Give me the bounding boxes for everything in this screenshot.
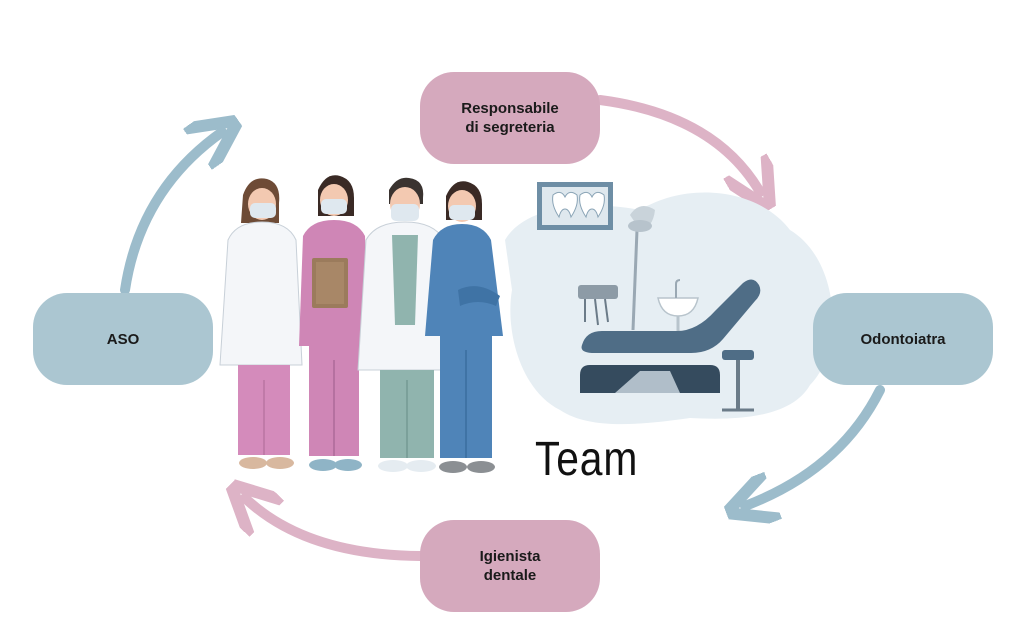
dental-chair-icon xyxy=(580,279,761,412)
arrow-bottom-to-left xyxy=(245,498,425,561)
staff-figure-receptionist xyxy=(299,175,369,471)
dental-lamp-icon xyxy=(628,206,655,331)
staff-figure-hygienist xyxy=(425,181,503,473)
instrument-tray-icon xyxy=(578,285,618,326)
role-node-igienista-dentale: Igienista dentale xyxy=(420,520,600,612)
team-label: Team xyxy=(535,433,639,486)
staff-figure-dentist-woman xyxy=(219,178,303,469)
role-node-odontoiatra: Odontoiatra xyxy=(813,293,993,385)
role-node-responsabile-segreteria: Responsabile di segreteria xyxy=(420,72,600,164)
xray-panel xyxy=(537,182,613,230)
role-node-aso: ASO xyxy=(33,293,213,385)
arrow-top-to-right xyxy=(595,95,760,192)
arrow-left-to-top xyxy=(120,132,222,295)
arrow-right-to-bottom xyxy=(745,385,885,506)
